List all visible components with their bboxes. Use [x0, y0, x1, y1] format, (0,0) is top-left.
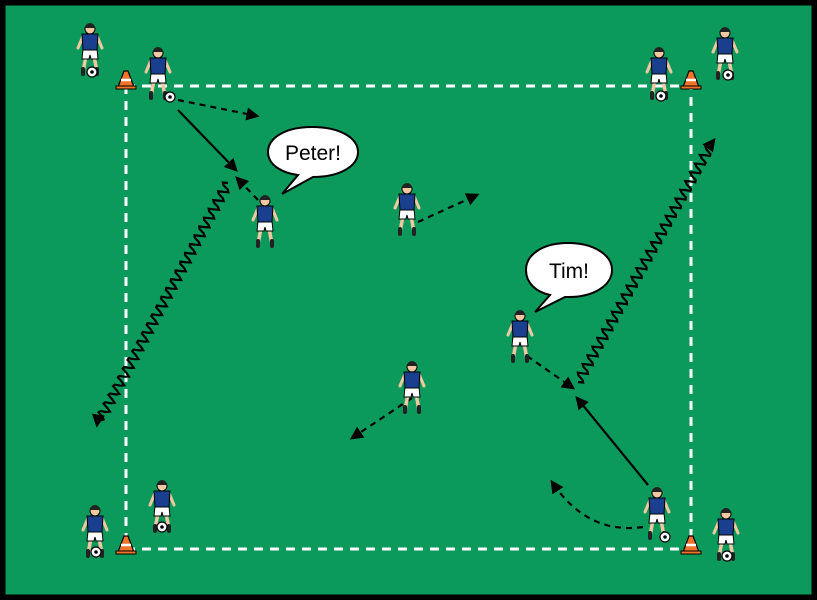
cone-bottom-right	[680, 535, 702, 555]
arrow-run-br	[550, 479, 644, 530]
arrow-dribble-right	[576, 137, 716, 384]
player-center-bottom	[398, 361, 426, 414]
callout-tim: Tim!	[524, 241, 614, 313]
cone-top-left	[115, 70, 137, 90]
cones	[115, 70, 702, 555]
cone-top-right	[680, 70, 702, 90]
player-corner-tl-inner	[144, 47, 172, 100]
ball	[722, 69, 734, 81]
arrow-dribble-left	[91, 181, 230, 428]
ball	[86, 66, 98, 78]
arrow-run-peter	[235, 176, 259, 201]
callout-peter: Peter!	[266, 125, 360, 195]
player-corner-tr-inner	[645, 47, 673, 100]
movement-arrows	[91, 98, 716, 530]
player-peter	[251, 195, 279, 248]
arrow-run-center-bottom	[349, 397, 413, 440]
arrow-run-tl	[177, 98, 260, 121]
callout-text: Peter!	[285, 142, 341, 165]
ball	[164, 91, 176, 103]
arrow-run-tim	[526, 355, 576, 390]
ball	[655, 90, 667, 102]
players	[76, 23, 740, 562]
ball	[156, 521, 168, 533]
drill-area-boundary	[124, 84, 693, 551]
player-corner-tr-outer	[711, 27, 739, 80]
ball	[659, 531, 671, 543]
callout-text: Tim!	[549, 260, 589, 283]
ball	[721, 550, 733, 562]
speech-bubble	[524, 241, 614, 313]
player-corner-br-outer	[712, 508, 740, 561]
arrow-pass-tl	[177, 109, 238, 172]
speech-bubble	[266, 125, 360, 195]
player-corner-bl-inner	[148, 480, 176, 533]
ball	[90, 546, 102, 558]
player-center-top	[393, 183, 421, 236]
cone-bottom-left	[115, 535, 137, 555]
player-tim	[506, 310, 534, 363]
arrow-pass-br	[575, 395, 649, 486]
